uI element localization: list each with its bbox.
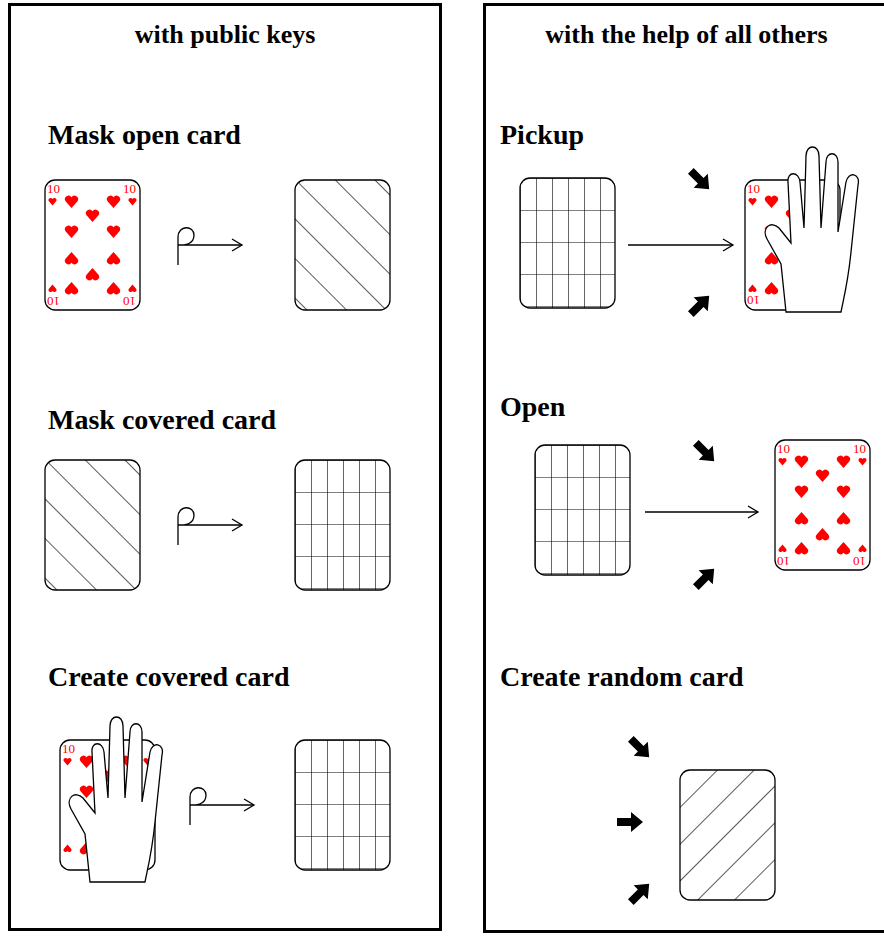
card-index: 10	[47, 295, 60, 308]
section-heading: Create covered card	[48, 660, 290, 694]
section-heading: Open	[500, 390, 565, 424]
panel-heading: with public keys	[11, 20, 439, 50]
card-index: 10	[853, 555, 866, 568]
card-index: 10	[123, 295, 136, 308]
card-index: 10	[777, 442, 790, 455]
card-index: 10	[747, 294, 760, 307]
section-heading: Create random card	[500, 660, 744, 694]
card-index: 10	[853, 442, 866, 455]
panel-heading: with the help of all others	[486, 20, 884, 50]
section-heading: Mask open card	[48, 118, 241, 152]
section-heading: Mask covered card	[48, 403, 276, 437]
section-heading: Pickup	[500, 118, 584, 152]
card-index: 10	[747, 182, 760, 195]
card-index: 10	[47, 182, 60, 195]
card-index: 10	[123, 182, 136, 195]
card-index: 10	[777, 555, 790, 568]
card-index: 10	[62, 742, 75, 755]
